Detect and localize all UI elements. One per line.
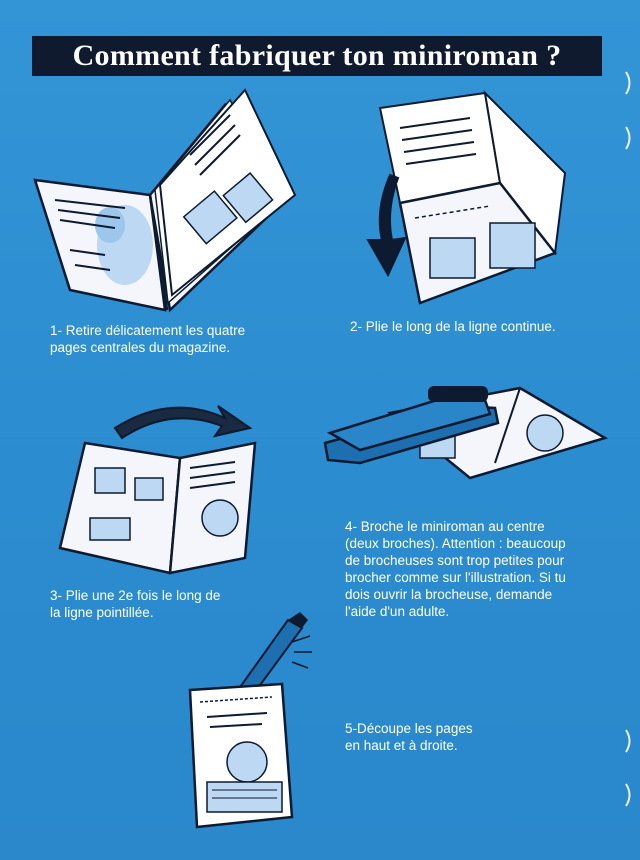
step-line: (deux broches). Attention : beaucoup (345, 536, 566, 551)
folded-pages-icon (378, 90, 567, 305)
title-bar: Comment fabriquer ton miniroman ? (32, 36, 602, 76)
step-line: 2- Plie le long de la ligne continue. (350, 319, 556, 334)
step-line: de brocheuses sont trop petites pour (345, 553, 565, 568)
step-line: 4- Broche le miniroman au centre (345, 519, 545, 534)
folded-booklet-icon (58, 441, 257, 575)
step-line: 1- Retire délicatement les quatre (50, 323, 246, 338)
open-magazine-icon (33, 88, 297, 313)
binding-mark-icon (625, 729, 631, 753)
down-arrow-icon (366, 173, 407, 278)
step-line: en haut et à droite. (345, 738, 458, 753)
step-3-caption: 3- Plie une 2e fois le long de la ligne … (50, 587, 220, 621)
page-title: Comment fabriquer ton miniroman ? (72, 39, 562, 72)
step-line: pages centrales du magazine. (50, 340, 231, 355)
step-line: la ligne pointillée. (50, 605, 154, 620)
booklet-icon (188, 682, 294, 829)
stapler-icon (323, 386, 609, 480)
step-line: 3- Plie une 2e fois le long de (50, 588, 221, 603)
step-5-caption: 5-Découpe les pages en haut et à droite. (345, 720, 473, 754)
step-line: dois ouvrir la brocheuse, demande (345, 587, 553, 602)
curved-arrow-icon (113, 405, 253, 440)
step-2-caption: 2- Plie le long de la ligne continue. (350, 318, 556, 335)
binding-mark-icon (625, 783, 631, 807)
binding-mark-icon (625, 71, 631, 95)
step-4-caption: 4- Broche le miniroman au centre (deux b… (345, 518, 566, 620)
step-line: l'aide d'un adulte. (345, 604, 450, 619)
step-line: 5-Découpe les pages (345, 721, 473, 736)
step-line: brocher comme sur l'illustration. Si tu (345, 570, 566, 585)
step-1-caption: 1- Retire délicatement les quatre pages … (50, 322, 245, 356)
binding-mark-icon (625, 126, 631, 150)
